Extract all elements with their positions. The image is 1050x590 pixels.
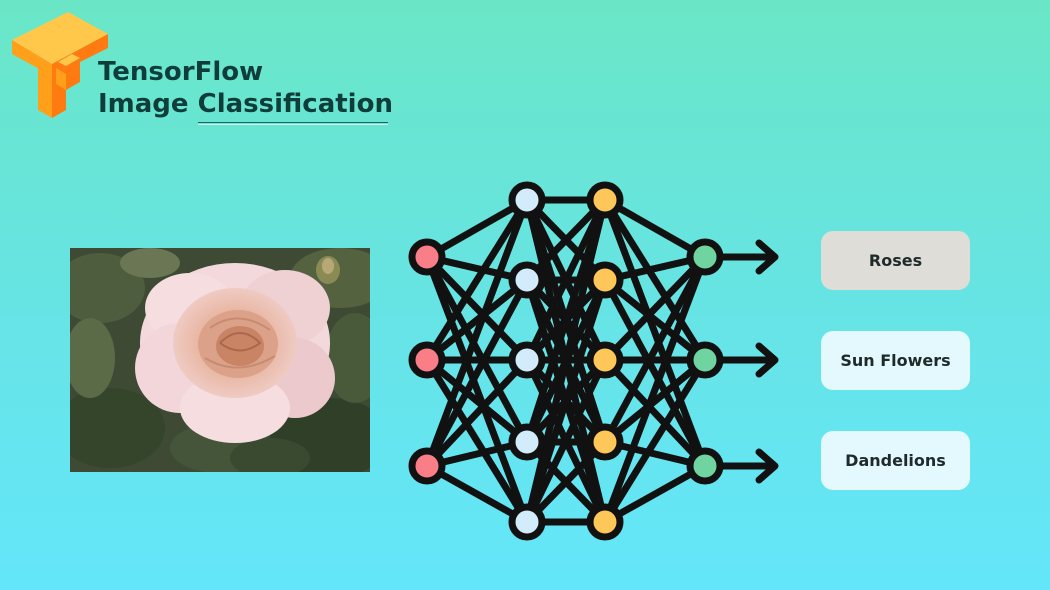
network-edge (523, 356, 609, 526)
network-edge (423, 253, 531, 446)
network-edge (601, 356, 709, 446)
class-label-sun-flowers: Sun Flowers (821, 331, 970, 390)
hidden-node-2 (586, 341, 624, 379)
input-node (408, 341, 446, 379)
network-edge (601, 196, 709, 470)
hidden-node-2 (586, 503, 624, 541)
network-edge (523, 438, 609, 526)
network-edge (601, 276, 709, 470)
network-edge (523, 196, 609, 364)
output-node (686, 447, 724, 485)
network-edge (423, 356, 531, 526)
rose-photo (70, 248, 370, 472)
tensorflow-logo-icon (12, 12, 108, 118)
class-label-text: Dandelions (845, 451, 946, 470)
class-label-text: Roses (868, 251, 923, 270)
network-edge (601, 356, 709, 470)
hidden-node-2 (586, 423, 624, 461)
network-edge (601, 356, 709, 526)
network-connections (423, 196, 709, 526)
network-edge (423, 196, 531, 364)
network-edge (423, 253, 531, 364)
class-label-text: Sun Flowers (840, 351, 951, 370)
network-edge (601, 253, 709, 446)
hidden-node-1 (508, 261, 546, 299)
title-line-2: Image Classification (98, 89, 393, 119)
output-arrow-icon (719, 342, 779, 378)
network-edge (601, 276, 709, 364)
network-edge (423, 356, 531, 446)
title-underline (198, 122, 388, 123)
network-edge (523, 196, 609, 284)
hidden-node-2 (586, 261, 624, 299)
network-edge (423, 196, 531, 261)
class-label-roses: Roses (821, 231, 970, 290)
output-arrow-icon (719, 448, 779, 484)
network-edge (601, 462, 709, 526)
hidden-node-1 (508, 341, 546, 379)
neural-network-diagram (408, 181, 779, 541)
title-line-1: TensorFlow (98, 57, 264, 87)
output-node (686, 341, 724, 379)
title-block: TensorFlow Image Classification (98, 56, 393, 120)
hidden-node-2 (586, 181, 624, 219)
network-edge (423, 276, 531, 364)
input-node (408, 447, 446, 485)
network-edge (423, 356, 531, 470)
network-edge (601, 253, 709, 526)
network-edge (601, 196, 709, 364)
network-edge (423, 196, 531, 470)
network-edge (601, 253, 709, 364)
network-edge (423, 276, 531, 470)
hidden-node-1 (508, 423, 546, 461)
network-edge (423, 462, 531, 526)
network-edge (523, 276, 609, 526)
class-label-dandelions: Dandelions (821, 431, 970, 490)
output-arrow-icon (719, 239, 779, 275)
network-edge (523, 196, 609, 526)
network-edge (601, 196, 709, 261)
hidden-node-1 (508, 181, 546, 219)
hidden-node-1 (508, 503, 546, 541)
network-edge (423, 253, 531, 526)
output-node (686, 238, 724, 276)
input-node (408, 238, 446, 276)
